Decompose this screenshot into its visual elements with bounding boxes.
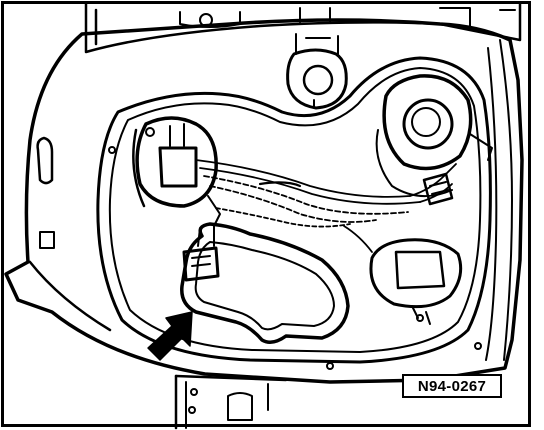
figure-reference-label: N94-0267 <box>402 374 502 398</box>
control-unit <box>180 222 350 344</box>
housing-inner-rim <box>96 56 492 364</box>
top-socket <box>286 33 348 110</box>
left-bulb-holder <box>132 116 221 227</box>
fixing-screws <box>108 127 482 370</box>
arrow-icon <box>147 311 193 361</box>
figure-border <box>1 1 531 427</box>
fog-lamp-socket <box>369 238 463 325</box>
bottom-bracket <box>174 374 288 430</box>
high-beam-socket <box>375 74 493 198</box>
wiring-harness <box>195 159 457 253</box>
